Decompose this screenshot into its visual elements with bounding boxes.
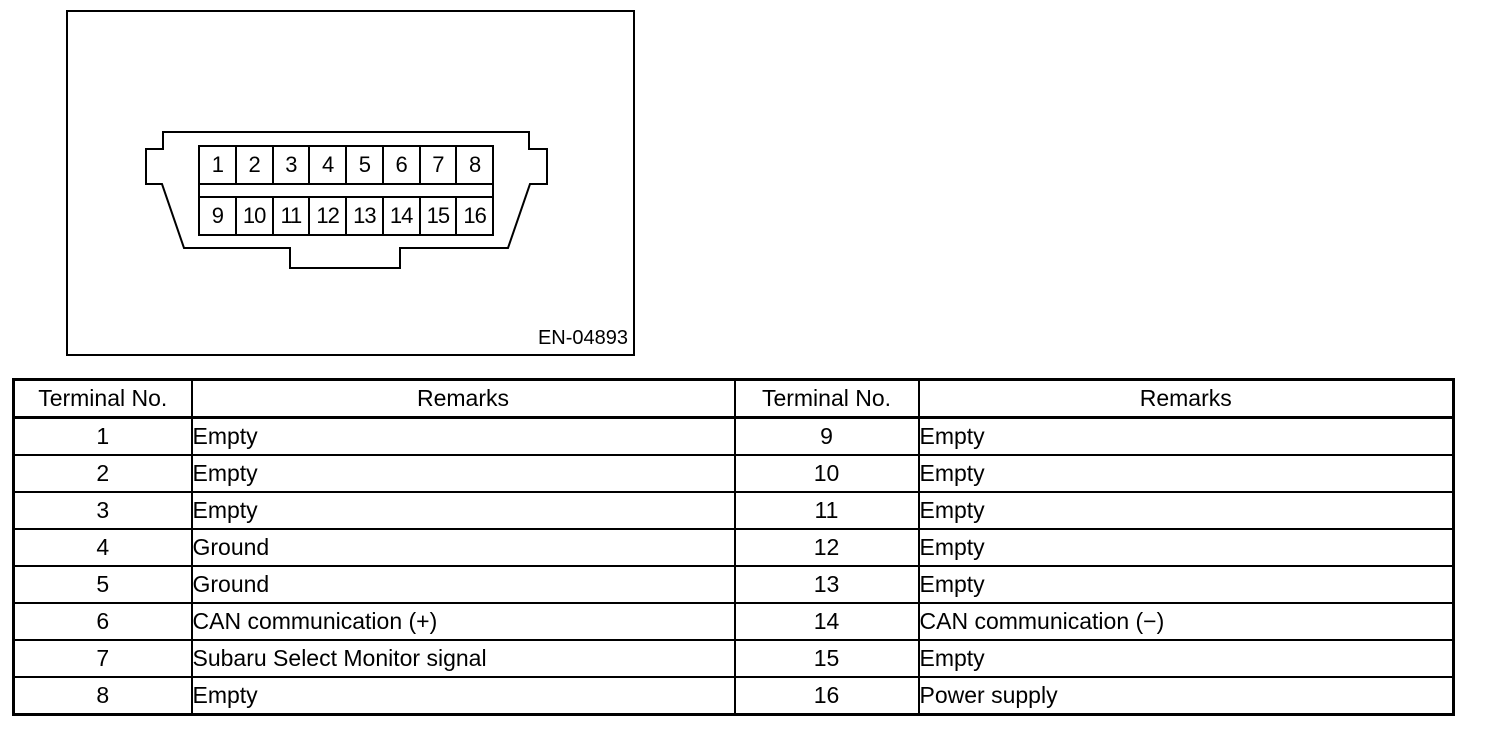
table-header-row: Terminal No. Remarks Terminal No. Remark… — [12, 378, 1455, 419]
pin-16: 16 — [455, 198, 492, 234]
pin-15: 15 — [418, 198, 456, 234]
pin-7: 7 — [418, 147, 456, 183]
pin-13: 13 — [345, 198, 382, 234]
terminal-no-cell: 16 — [733, 676, 920, 716]
terminal-no-cell: 9 — [733, 416, 920, 456]
pin-1: 1 — [211, 152, 224, 177]
pin-3: 3 — [271, 147, 309, 183]
pin-4: 4 — [308, 147, 345, 183]
pin-row-separator — [200, 183, 492, 198]
figure-code-label: EN-04893 — [537, 327, 628, 349]
remark-cell: CAN communication (+) — [190, 602, 736, 641]
remark-cell: Empty — [917, 416, 1455, 456]
remark-cell: Subaru Select Monitor signal — [190, 639, 736, 678]
header-remarks-right: Remarks — [917, 378, 1455, 419]
remark-cell: Empty — [917, 454, 1455, 493]
pin-grid: 1 2 3 4 5 6 7 8 9 10 11 12 13 14 15 16 — [198, 145, 494, 236]
table-row: 2 Empty 10 Empty — [12, 454, 1455, 493]
table-row: 6 CAN communication (+) 14 CAN communica… — [12, 602, 1455, 641]
header-terminal-no-right: Terminal No. — [733, 378, 920, 419]
remark-cell: Empty — [917, 528, 1455, 567]
pin-8: 8 — [455, 147, 492, 183]
remark-cell: Empty — [190, 491, 736, 530]
terminal-no-cell: 2 — [12, 454, 193, 493]
terminal-no-cell: 12 — [733, 528, 920, 567]
remark-cell: Empty — [917, 491, 1455, 530]
terminal-no-cell: 7 — [12, 639, 193, 678]
pin-6: 6 — [381, 147, 419, 183]
table-row: 5 Ground 13 Empty — [12, 565, 1455, 604]
pin-14: 14 — [381, 198, 419, 234]
remark-cell: Empty — [190, 454, 736, 493]
pin-row-top: 1 2 3 4 5 6 7 8 — [200, 147, 492, 183]
connector-outline — [145, 131, 548, 269]
remark-cell: Empty — [190, 676, 736, 716]
remark-cell: Empty — [917, 565, 1455, 604]
table-row: 1 Empty 9 Empty — [12, 416, 1455, 456]
remark-cell: Ground — [190, 565, 736, 604]
remark-cell: Ground — [190, 528, 736, 567]
connector-figure-box: 1 2 3 4 5 6 7 8 9 10 11 12 13 14 15 16 E… — [66, 10, 635, 356]
terminal-table: Terminal No. Remarks Terminal No. Remark… — [12, 378, 1455, 716]
terminal-no-cell: 15 — [733, 639, 920, 678]
terminal-no-cell: 1 — [12, 416, 193, 456]
terminal-no-cell: 14 — [733, 602, 920, 641]
terminal-no-cell: 11 — [733, 491, 920, 530]
table-row: 4 Ground 12 Empty — [12, 528, 1455, 567]
pin-row-bottom: 9 10 11 12 13 14 15 16 — [200, 198, 492, 234]
terminal-no-cell: 8 — [12, 676, 193, 716]
table-row: 3 Empty 11 Empty — [12, 491, 1455, 530]
remark-cell: CAN communication (−) — [917, 602, 1455, 641]
pin-2: 2 — [234, 147, 272, 183]
table-row: 8 Empty 16 Power supply — [12, 676, 1455, 716]
terminal-no-cell: 6 — [12, 602, 193, 641]
connector-outline-svg — [145, 131, 548, 269]
remark-cell: Empty — [190, 416, 736, 456]
pin-11: 11 — [271, 198, 309, 234]
terminal-no-cell: 10 — [733, 454, 920, 493]
remark-cell: Empty — [917, 639, 1455, 678]
terminal-no-cell: 5 — [12, 565, 193, 604]
terminal-no-cell: 13 — [733, 565, 920, 604]
header-terminal-no-left: Terminal No. — [12, 378, 193, 419]
table-row: 7 Subaru Select Monitor signal 15 Empty — [12, 639, 1455, 678]
remark-cell: Power supply — [917, 676, 1455, 716]
pin-10: 10 — [234, 198, 272, 234]
terminal-no-cell: 3 — [12, 491, 193, 530]
header-remarks-left: Remarks — [190, 378, 736, 419]
terminal-no-cell: 4 — [12, 528, 193, 567]
pin-5: 5 — [345, 147, 382, 183]
pin-12: 12 — [308, 198, 345, 234]
pin-9: 9 — [211, 203, 224, 228]
